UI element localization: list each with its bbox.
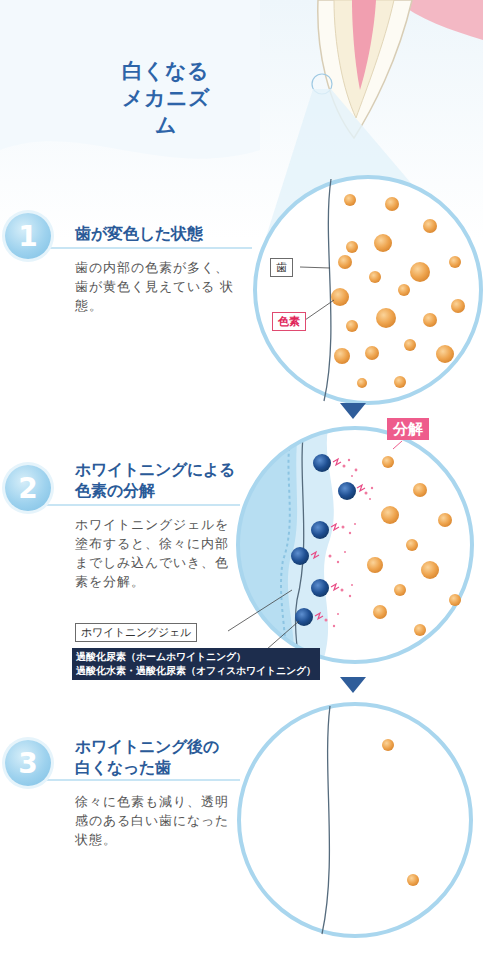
tooth-surface-line [322, 706, 330, 934]
step-heading: 歯が変色した状態 [75, 223, 250, 244]
whitening-gel [230, 420, 300, 670]
pigment-dot [407, 874, 419, 886]
box-text: 過酸化水素・過酸化尿素（オフィスホワイトニング） [76, 664, 316, 678]
ingredient-box: 過酸化尿素（ホームホワイトニング）過酸化水素・過酸化尿素（オフィスホワイトニング… [72, 648, 320, 680]
step-number: 1 [5, 213, 51, 259]
step-number-text: 2 [18, 472, 37, 505]
part-label: ホワイトニングジェル [75, 623, 197, 642]
step-number: 2 [5, 465, 51, 511]
tooth-surface-line [324, 179, 331, 401]
magnified-circle [255, 177, 481, 403]
dentin [334, 0, 394, 118]
tooth-surface-line [295, 420, 305, 670]
pigment-dots [331, 194, 465, 388]
gel-edge [281, 430, 292, 670]
step-rule [40, 779, 240, 781]
box-text: 過酸化尿素（ホームホワイトニング） [76, 650, 316, 664]
step-number-text: 3 [18, 747, 37, 780]
decomposition-bolts [311, 459, 365, 619]
leader-line [300, 267, 330, 268]
box-text: 色素 [278, 314, 300, 329]
background-wave [0, 0, 260, 159]
step-rule [40, 504, 240, 506]
gel-penetration [230, 420, 334, 670]
step-number-text: 1 [18, 220, 37, 253]
pigment-dot [382, 739, 394, 751]
flow-arrow [340, 677, 366, 693]
peroxide-dots [291, 454, 356, 626]
leader-line [305, 300, 334, 320]
part-label: 色素 [272, 312, 306, 331]
magnified-circle-border [238, 428, 472, 662]
step-description: 歯の内部の色素が多く、 歯が黄色く見えている 状態。 [75, 258, 235, 315]
diagram-title: 白くなる メカニズム [111, 58, 220, 139]
box-text: 分解 [393, 419, 423, 439]
part-label: 歯 [270, 258, 293, 277]
step-rule [40, 247, 252, 249]
step-description: ホワイトニングジェルを 塗布すると、徐々に内部 までしみ込んでいき、色 素を分解… [75, 515, 235, 591]
flow-arrow [340, 403, 366, 419]
leader-line [393, 441, 402, 449]
pigment-dots [367, 456, 461, 636]
step-heading: ホワイトニング後の 白くなった歯 [75, 736, 225, 778]
box-text: ホワイトニングジェル [81, 625, 191, 640]
box-text: 歯 [276, 260, 287, 275]
leader-line [228, 590, 292, 631]
action-label: 分解 [387, 418, 429, 440]
decomposition-sparks [325, 459, 374, 627]
pulp [352, 0, 376, 90]
step-heading: ホワイトニングによる 色素の分解 [75, 459, 245, 501]
magnified-circle [239, 704, 471, 936]
step-description: 徐々に色素も減り、透明 感のある白い歯になった 状態。 [75, 792, 235, 849]
step-number: 3 [5, 740, 51, 786]
